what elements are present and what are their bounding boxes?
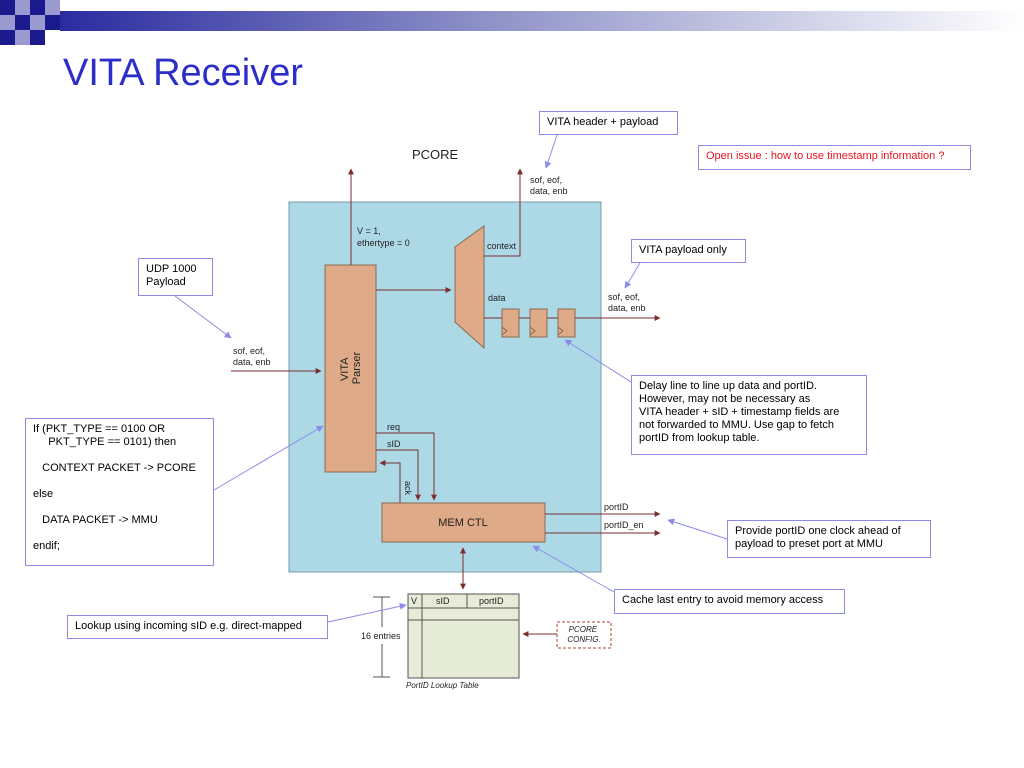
pointer-udp [174,295,232,339]
pointer-pkt-type [213,425,324,491]
callout-provide-portid: Provide portID one clock ahead of payloa… [727,520,931,558]
callout-lookup-sid: Lookup using incoming sID e.g. direct-ma… [67,615,328,639]
checkered-logo-icon [0,0,60,45]
callout-pkt-type: If (PKT_TYPE == 0100 OR PKT_TYPE == 0101… [25,418,214,566]
clock-mark-2 [529,326,536,336]
pcore-label: PCORE [412,147,459,162]
pointer-lookup-sid [327,602,407,623]
portid-en-label: portID_en [604,520,644,530]
top-signals-label: sof, eof, data, enb [530,175,568,196]
sid-arrow [376,449,421,501]
lookup-table-caption: PortID Lookup Table [406,681,479,690]
pointer-provide-portid [667,518,728,540]
mux-data-label: data [488,293,506,303]
vita-parser-label: VITA Parser [339,351,363,384]
entries-label: 16 entries [361,631,401,641]
v-ethertype-line2: ethertype = 0 [357,238,410,248]
mux-context-label: context [487,241,517,251]
callout-vita-payload-only: VITA payload only [631,239,746,263]
left-signals-label: sof, eof, data, enb [233,346,271,367]
right-signals-line1: sof, eof, [608,292,640,302]
callout-open-issue: Open issue : how to use timestamp inform… [698,145,971,170]
header-bar [0,0,1024,45]
left-signals-line2: data, enb [233,357,271,367]
pcore-config-label: PCORE CONFIG. [567,625,600,644]
callout-vita-header-payload: VITA header + payload [539,111,678,135]
vita-parser-line1: VITA [339,357,351,381]
right-signals-label: sof, eof, data, enb [608,292,646,313]
clock-mark-3 [557,326,564,336]
portid-label: portID [604,502,629,512]
left-signals-line1: sof, eof, [233,346,265,356]
v-ethertype-label: V = 1, ethertype = 0 [357,226,410,248]
vita-parser-line2: Parser [351,351,363,384]
page-title: VITA Receiver [63,52,304,94]
clock-mark-1 [501,326,508,336]
context-up-arrow [484,168,523,257]
req-label: req [387,422,400,432]
ack-arrow [379,460,401,503]
pointer-cache-entry [532,545,615,593]
pointer-vita-header [544,134,558,169]
ack-label: ack [403,481,413,496]
callout-cache-entry: Cache last entry to avoid memory access [614,589,845,614]
lookup-header-v: V [411,596,417,606]
sid-label: sID [387,439,401,449]
memctl-label: MEM CTL [438,517,488,529]
lookup-table-body [407,593,520,679]
req-arrow [376,432,437,501]
v-ethertype-line1: V = 1, [357,226,381,236]
pcore-config-line1: PCORE [569,625,598,634]
entries-dimension [373,596,390,678]
vita-parser-block [324,264,377,473]
right-signals-line2: data, enb [608,303,646,313]
top-signals-line2: data, enb [530,186,568,196]
top-signals-line1: sof, eof, [530,175,562,185]
callout-udp-payload: UDP 1000 Payload [138,258,213,296]
pointer-delay-line [564,339,632,383]
pcore-config-box [556,621,612,649]
pcore-config-line2: CONFIG. [567,635,600,644]
memctl-block [381,502,546,543]
lookup-table: V sID portID PortID Lookup Table [406,593,520,690]
lookup-header-portid: portID [479,596,504,606]
pointer-payload-only [624,262,641,289]
callout-delay-line: Delay line to line up data and portID. H… [631,375,867,455]
lookup-header-sid: sID [436,596,450,606]
mux-shape [454,225,485,350]
